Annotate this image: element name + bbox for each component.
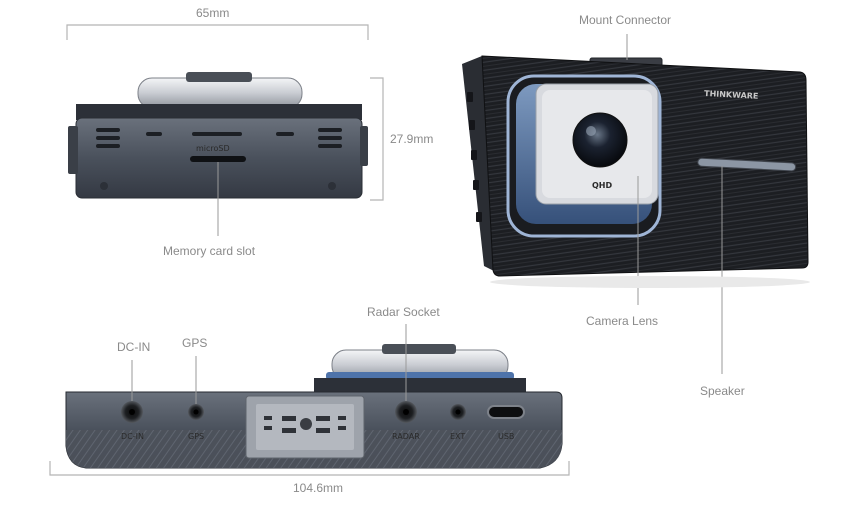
top-view-device: microSD <box>66 24 384 236</box>
port-dc-in-marking: DC-IN <box>121 432 144 441</box>
dim-width-bracket <box>66 24 369 40</box>
radar-socket-label: Radar Socket <box>367 305 440 319</box>
port-radar-marking: RADAR <box>392 432 420 441</box>
dim-length-label: 104.6mm <box>293 481 344 495</box>
rear-view-device: DC-IN GPS RADAR EXT USB <box>49 324 570 476</box>
usb-port <box>487 405 525 419</box>
mount-connector-label: Mount Connector <box>579 13 672 27</box>
dim-width-label: 65mm <box>196 6 230 20</box>
lens-badge: QHD <box>592 181 612 190</box>
dc-in-label: DC-IN <box>117 340 151 354</box>
brand-marking: THINKWARE <box>704 89 759 101</box>
port-usb-marking: USB <box>498 432 514 441</box>
dim-height-label: 27.9mm <box>390 132 434 146</box>
sd-slot-marking: microSD <box>196 144 230 153</box>
memory-card-slot-label: Memory card slot <box>163 244 256 258</box>
dim-height-bracket <box>370 77 384 201</box>
memory-card-slot <box>190 156 246 162</box>
port-ext-marking: EXT <box>450 432 465 441</box>
speaker-grille <box>697 157 797 172</box>
port-gps-marking: GPS <box>188 432 204 441</box>
speaker-label: Speaker <box>700 384 745 398</box>
gps-label: GPS <box>182 336 208 350</box>
dim-length-bracket <box>49 461 570 476</box>
front-view-device: THINKWARE QHD <box>462 34 810 374</box>
camera-lens-label: Camera Lens <box>586 314 659 328</box>
camera-lens <box>572 112 628 168</box>
